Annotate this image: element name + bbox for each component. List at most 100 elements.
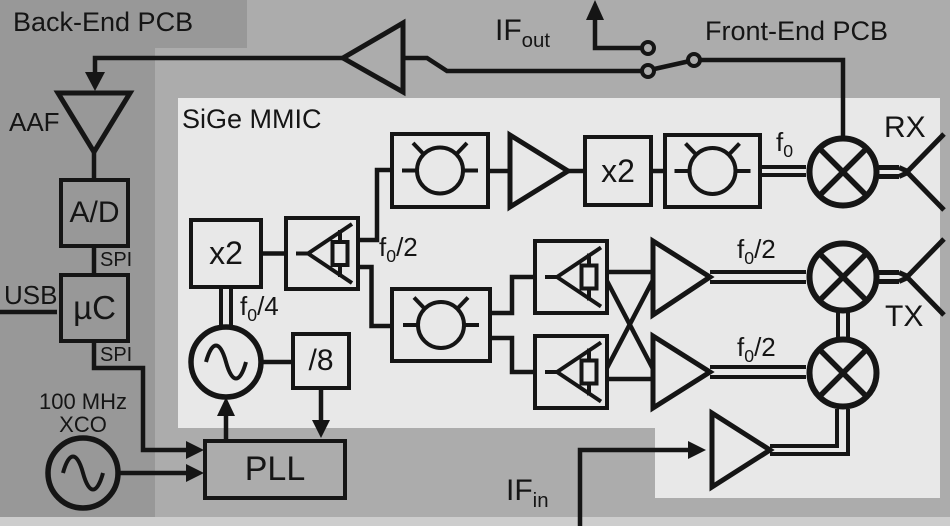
rx-filter1-glyph [402, 141, 478, 196]
pll-box: PLL [203, 439, 347, 500]
wire-f02-to-tx2 [710, 365, 806, 379]
f0-2-mid-label: f0/2 [379, 232, 418, 267]
adc-label: A/D [69, 196, 120, 229]
tx-buffer-lower [533, 334, 609, 410]
xco-label: 100 MHz XCO [28, 390, 138, 436]
wire-vco-to-x2-diff [219, 289, 233, 328]
wire-uc-to-pll-spi [91, 343, 186, 453]
aaf-filter-triangle [53, 90, 135, 157]
wire-ifamp-to-tx2 [770, 409, 850, 456]
frontend-light-region [655, 98, 940, 498]
tx-tunable-filter [390, 287, 492, 363]
arrowhead-div8-pll [312, 420, 330, 438]
vco-sine [204, 343, 248, 381]
divide-by-8-box: /8 [291, 332, 351, 390]
wire-if-in [577, 447, 688, 526]
xco-sine [61, 454, 105, 492]
tx-mixer-upper-cross [817, 251, 869, 303]
f0-label: f0 [776, 127, 794, 162]
tx-lo-amplifier-lower [650, 331, 715, 413]
rx-mixer-cross [817, 146, 869, 198]
xco-oscillator [45, 435, 121, 511]
rx-filter2-box [663, 133, 762, 209]
arrowhead-xco-pll [186, 464, 204, 482]
f0-2-tx-lower-label: f0/2 [737, 332, 776, 367]
tx-mixer-lower-circle [806, 336, 880, 410]
f0-2-tx-upper-label: f0/2 [737, 234, 776, 269]
lo-buffer-block [284, 216, 360, 291]
arrowhead-if-out [586, 0, 604, 20]
lo-buffer-glyph [296, 222, 354, 285]
tx-mixer-upper [806, 240, 880, 314]
arrowhead-if-in [688, 441, 706, 459]
wire-tx1-tx2-diff [836, 311, 850, 339]
divide-by-8-label: /8 [308, 344, 334, 377]
arrowhead-pll-vco [217, 397, 235, 416]
tx-mixer-lower-cross [817, 347, 869, 399]
vco-oscillator [188, 324, 264, 400]
xco-label-line1: 100 MHz [38, 389, 128, 414]
tx-antenna [879, 237, 946, 317]
spi-bottom-label: SPI [100, 344, 133, 366]
x2-doubler-rx-box: x2 [583, 135, 653, 207]
arrowhead-aaf [85, 72, 105, 91]
switch-contact-common [686, 52, 702, 68]
tx-buffer-upper-box [533, 239, 609, 315]
rx-tunable-filter-1 [390, 132, 490, 209]
if-in-amplifier [709, 408, 775, 492]
rx-filter2-glyph [674, 142, 751, 196]
wire-if-out-port [592, 18, 642, 51]
x2-doubler-lo-label: x2 [209, 235, 243, 271]
x2-doubler-lo-box: x2 [189, 218, 263, 289]
microcontroller-box: µC [59, 273, 130, 343]
tx-lo-amplifier-upper [650, 236, 715, 320]
aaf-label: AAF [9, 107, 60, 137]
wire-buffer-to-tx-filter [358, 264, 392, 329]
frontend-pcb-title: Front-End PCB [705, 16, 889, 46]
pll-label: PLL [244, 450, 306, 488]
rx-mixer-circle [806, 135, 880, 209]
microcontroller-label: µC [73, 289, 116, 326]
sige-mmic-title: SiGe MMIC [182, 104, 322, 134]
tx-buffer-upper [533, 239, 609, 315]
tx-buffer-upper-glyph [545, 245, 603, 309]
rx-port-label: RX [884, 111, 926, 144]
if-out-label: IFout [495, 14, 551, 52]
bottom-strip [0, 517, 950, 526]
adc-box: A/D [59, 178, 130, 248]
tx-buffer-lower-box [533, 334, 609, 410]
backend-pcb-title: Back-End PCB [13, 7, 194, 37]
if-switch [640, 40, 702, 79]
wire-f0-to-rx-mixer [760, 165, 806, 177]
wire-buffer-to-rx-filter [358, 167, 392, 243]
xco-label-line2: XCO [59, 412, 107, 438]
wire-rx-if-to-switch [700, 57, 846, 136]
rx-antenna [879, 132, 946, 212]
rx-mixer [806, 135, 880, 209]
tx-port-label: TX [885, 300, 924, 333]
usb-label: USB [4, 280, 58, 310]
tx-buffer-lower-glyph [545, 340, 603, 404]
wire-switch-to-backend-amp [403, 55, 642, 74]
tx-mixer-lower [806, 336, 880, 410]
arrowhead-spi-pll [186, 441, 204, 459]
x2-doubler-rx-label: x2 [601, 152, 635, 189]
rx-chain-amplifier [507, 130, 573, 212]
wire-filter3-to-buffer-lower [490, 335, 535, 375]
cross-diag-up [605, 278, 655, 370]
switch-contact-ifout [640, 40, 656, 56]
tx-mixer-upper-circle [806, 240, 880, 314]
spi-top-label: SPI [100, 249, 133, 271]
rx-tunable-filter-2 [663, 133, 762, 209]
wire-amp-to-aaf [92, 55, 343, 74]
f0-4-label: f0/4 [240, 291, 279, 326]
tx-diff-crossover [605, 269, 655, 382]
lo-buffer-box [284, 216, 360, 291]
wire-f02-to-tx1 [710, 270, 806, 284]
wire-filter3-to-buffer-upper [490, 274, 535, 316]
switch-contact-backend [640, 63, 656, 79]
switch-lever [651, 58, 691, 72]
backend-pcb-region-top [0, 0, 247, 48]
